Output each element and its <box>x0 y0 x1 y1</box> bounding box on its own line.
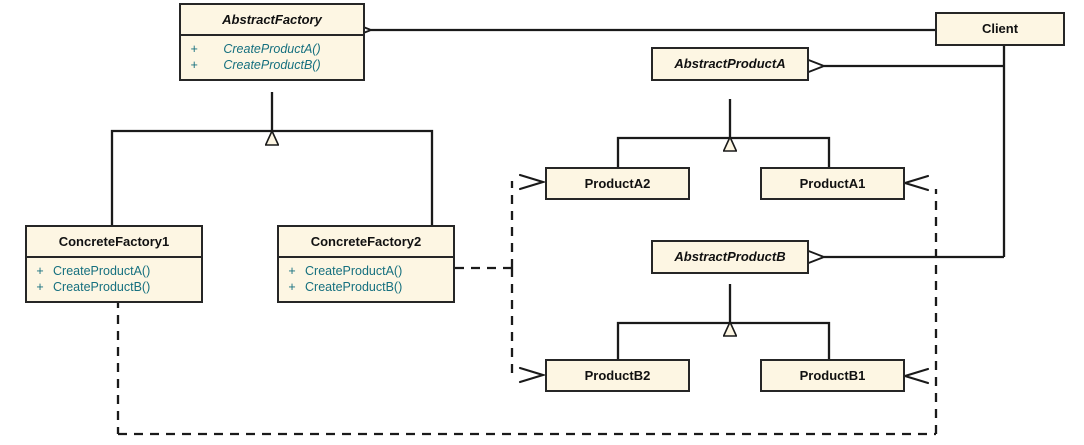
generalization-productb-to-abstractproductb <box>616 284 831 359</box>
operation-row: + CreateProductA() <box>181 41 363 57</box>
node-title-product-a2: ProductA2 <box>584 176 651 191</box>
node-title-concrete-factory2: ConcreteFactory2 <box>279 227 453 258</box>
operation-visibility: + <box>190 58 198 72</box>
dependency-concretefactory1-to-products <box>116 189 938 436</box>
operation-visibility: + <box>190 42 198 56</box>
node-abstract-product-b[interactable]: AbstractProductB <box>651 240 809 274</box>
node-title-product-a1: ProductA1 <box>799 176 866 191</box>
dependency-arrowhead-producta2 <box>518 173 547 191</box>
operation-row: + CreateProductA() <box>279 263 453 279</box>
node-abstract-product-a[interactable]: AbstractProductA <box>651 47 809 81</box>
operation-signature: CreateProductA() <box>305 264 403 278</box>
node-concrete-factory1[interactable]: ConcreteFactory1 + CreateProductA() + Cr… <box>25 225 203 303</box>
association-client-to-abstractproducts <box>824 45 1006 257</box>
node-title-client: Client <box>981 21 1019 36</box>
dependency-concretefactory2-to-products <box>455 181 514 374</box>
operation-visibility: + <box>288 264 296 278</box>
operation-signature: CreateProductA() <box>223 42 321 56</box>
operation-signature: CreateProductB() <box>305 280 403 294</box>
node-client[interactable]: Client <box>935 12 1065 46</box>
node-title-product-b2: ProductB2 <box>584 368 651 383</box>
dependency-arrowhead-producta1 <box>901 174 930 192</box>
node-product-a1[interactable]: ProductA1 <box>760 167 905 200</box>
node-abstract-factory[interactable]: AbstractFactory + CreateProductA() + Cre… <box>179 3 365 81</box>
generalization-concretefactories-to-abstractfactory <box>110 92 434 225</box>
operation-row: + CreateProductB() <box>27 279 201 295</box>
node-title-abstract-product-a: AbstractProductA <box>674 56 786 71</box>
operation-row: + CreateProductB() <box>279 279 453 295</box>
operation-signature: CreateProductA() <box>53 264 151 278</box>
node-operations-concrete-factory2: + CreateProductA() + CreateProductB() <box>279 258 453 301</box>
operation-visibility: + <box>36 280 44 294</box>
operation-visibility: + <box>36 264 44 278</box>
dependency-arrowhead-productb2 <box>518 366 547 384</box>
operation-visibility: + <box>288 280 296 294</box>
dependency-arrowhead-productb1 <box>901 367 930 385</box>
node-title-abstract-factory: AbstractFactory <box>181 5 363 36</box>
node-product-b1[interactable]: ProductB1 <box>760 359 905 392</box>
node-product-b2[interactable]: ProductB2 <box>545 359 690 392</box>
node-operations-concrete-factory1: + CreateProductA() + CreateProductB() <box>27 258 201 301</box>
node-concrete-factory2[interactable]: ConcreteFactory2 + CreateProductA() + Cr… <box>277 225 455 303</box>
operation-row: + CreateProductA() <box>27 263 201 279</box>
node-operations-abstract-factory: + CreateProductA() + CreateProductB() <box>181 36 363 79</box>
node-title-abstract-product-b: AbstractProductB <box>674 249 786 264</box>
node-title-product-b1: ProductB1 <box>799 368 866 383</box>
operation-signature: CreateProductB() <box>53 280 151 294</box>
node-title-concrete-factory1: ConcreteFactory1 <box>27 227 201 258</box>
operation-signature: CreateProductB() <box>223 58 321 72</box>
generalization-producta-to-abstractproducta <box>616 99 831 167</box>
node-product-a2[interactable]: ProductA2 <box>545 167 690 200</box>
operation-row: + CreateProductB() <box>181 57 363 73</box>
